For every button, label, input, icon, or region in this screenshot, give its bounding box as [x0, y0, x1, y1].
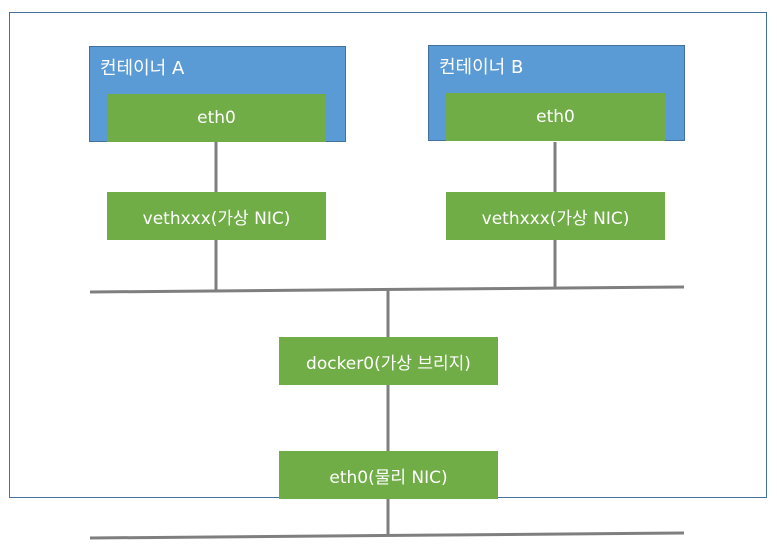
- docker0-bridge: docker0(가상 브리지): [279, 337, 498, 385]
- physical-nic-eth0: eth0(물리 NIC): [279, 451, 498, 499]
- veth-b: vethxxx(가상 NIC): [446, 192, 665, 240]
- veth-a: vethxxx(가상 NIC): [107, 192, 326, 240]
- external-network-line: [89, 531, 685, 540]
- container-b-eth0: eth0: [446, 93, 665, 141]
- container-b-title: 컨테이너 B: [439, 57, 524, 78]
- container-a-eth0: eth0: [107, 94, 326, 142]
- container-a-title: 컨테이너 A: [100, 58, 185, 79]
